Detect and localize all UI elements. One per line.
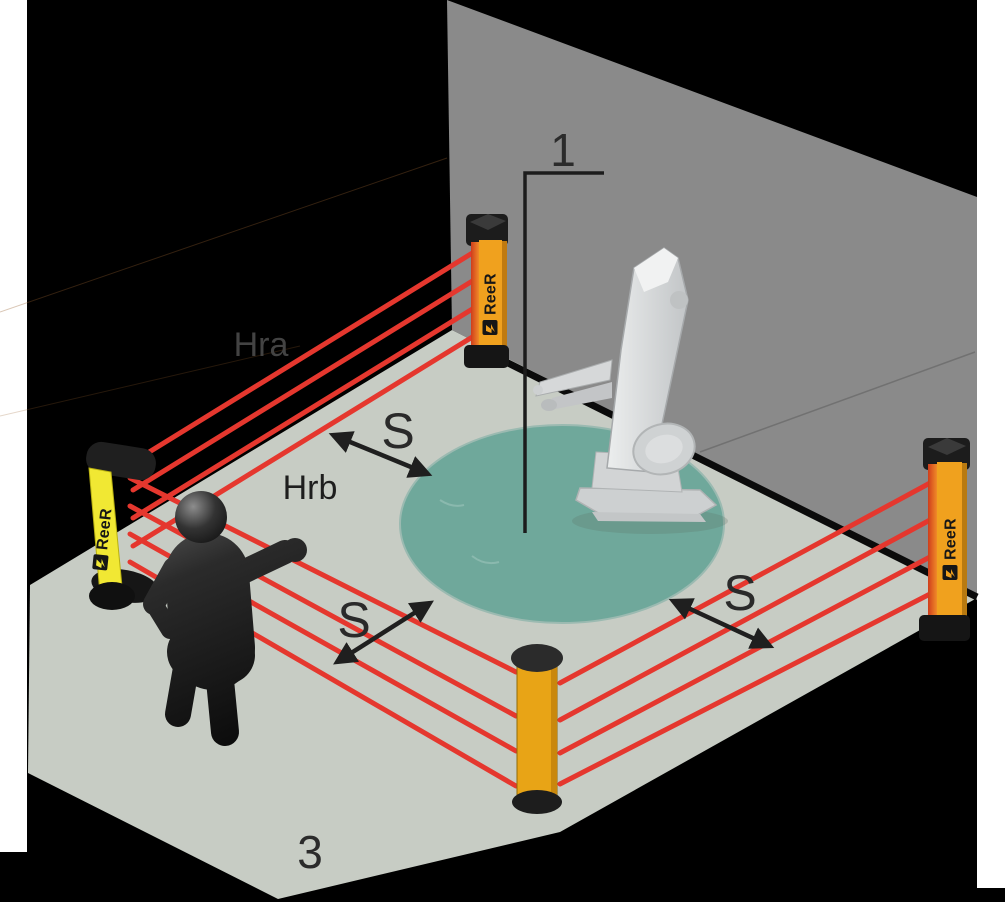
- light-curtain-right: [919, 438, 970, 641]
- robot-base-slab: [575, 487, 718, 517]
- dark-corner-right: [977, 888, 1005, 902]
- beam-hra-1: [130, 249, 477, 465]
- reer-logo-right-column: ReeR: [942, 518, 960, 580]
- robot-forearm-upper: [535, 359, 613, 397]
- dark-corner-left: [0, 852, 27, 902]
- person-left-leg: [165, 655, 199, 727]
- mirror-post-top-cap: [511, 644, 563, 672]
- beam-hra-3: [130, 305, 477, 521]
- beam-hra-2: [130, 277, 477, 493]
- beam-front-right-1: [557, 480, 933, 686]
- right-column-optic-stripe: [928, 464, 937, 620]
- person-right-leg: [205, 656, 239, 746]
- person-head: [175, 491, 227, 543]
- label-s-front-right: S: [723, 565, 756, 621]
- reer-logo-icon: [92, 554, 109, 571]
- beam-front-right-4: [557, 591, 933, 787]
- right-column-cap-top-face: [928, 438, 966, 455]
- reer-logo-icon: [942, 565, 958, 580]
- mirror-post: [511, 644, 563, 814]
- industrial-robot: [533, 247, 728, 534]
- back-column-cap-top-face: [470, 214, 506, 230]
- person-left-forearm: [145, 595, 179, 639]
- robot-tool-tip-2: [541, 399, 557, 411]
- robot-motor-housing-inner: [645, 434, 683, 464]
- reer-logo-glyph: [946, 569, 955, 578]
- mirror-post-body: [516, 659, 558, 804]
- person-right-hand: [283, 538, 307, 562]
- mirror-post-bottom-cap: [512, 790, 562, 814]
- reer-logo-text: ReeR: [94, 507, 115, 550]
- person-silhouette: [143, 491, 307, 746]
- robot-base-bottom: [592, 512, 706, 522]
- mirror-post-side: [551, 661, 557, 802]
- callout-1-leader: [523, 171, 604, 533]
- right-column-body: [937, 462, 962, 622]
- reer-logo-glyph: [486, 324, 495, 333]
- safety-distance-arrows: [328, 431, 775, 665]
- back-column-side: [502, 241, 507, 351]
- label-hra: Hra: [234, 326, 289, 364]
- right-column-base: [919, 615, 970, 641]
- arrow-s-front-left: [333, 600, 434, 665]
- safety-beams: [127, 249, 933, 789]
- back-wall: [447, 0, 977, 600]
- faint-wall-edge-2: [0, 345, 301, 417]
- arrow-s-back-left: [328, 431, 433, 478]
- label-hrb: Hrb: [283, 469, 338, 507]
- back-column-base: [464, 345, 509, 368]
- callout-1: 1: [550, 124, 576, 176]
- right-column-side: [962, 463, 967, 621]
- person-hips: [167, 623, 255, 684]
- light-curtain-left: [86, 441, 159, 610]
- label-s-back-left: S: [381, 403, 414, 459]
- robot-forearm-lower: [550, 382, 612, 410]
- reer-logo-back-column: ReeR: [482, 273, 500, 335]
- robot-elbow-joint: [670, 291, 688, 309]
- robot-tool-tip-1: [533, 385, 543, 395]
- robot-arm-highlight: [634, 248, 678, 292]
- reer-logo-icon: [482, 320, 498, 335]
- reer-logo-glyph: [96, 558, 105, 568]
- left-column-base: [89, 582, 135, 610]
- beam-front-right-3: [557, 554, 933, 756]
- label-s-front-left: S: [337, 592, 370, 648]
- back-column-optic-stripe: [471, 242, 479, 350]
- callout-3: 3: [297, 826, 323, 878]
- wall-crease-line: [699, 351, 976, 453]
- arrow-s-front-right: [668, 598, 775, 649]
- reer-logo-left-column: ReeR: [92, 507, 116, 571]
- faint-wall-edge-1: [0, 157, 448, 313]
- person-right-arm: [231, 540, 297, 584]
- reer-logo-text: ReeR: [483, 273, 500, 315]
- reer-logo-text: ReeR: [943, 518, 960, 560]
